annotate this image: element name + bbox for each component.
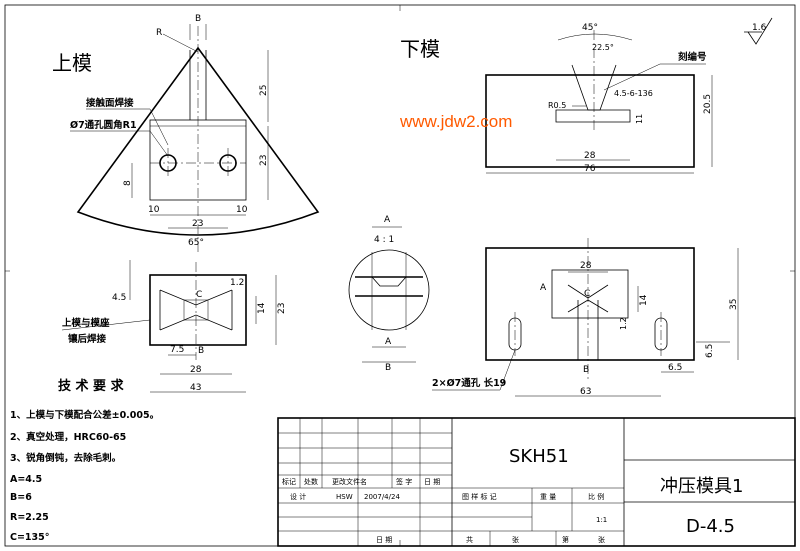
svg-text:更改文件名: 更改文件名	[332, 477, 367, 486]
fan-outline	[76, 46, 320, 236]
lower-die-title: 下模	[400, 37, 440, 61]
svg-text:11: 11	[635, 114, 644, 124]
svg-text:28: 28	[190, 365, 202, 375]
param-b: B=6	[10, 492, 32, 503]
svg-text:63: 63	[580, 387, 591, 397]
tech-req-title: 技 术 要 求	[58, 378, 125, 394]
sheet-border	[4, 4, 796, 547]
svg-text:2007/4/24: 2007/4/24	[364, 493, 400, 501]
svg-text:6.5: 6.5	[705, 344, 715, 358]
svg-text:28: 28	[584, 151, 596, 161]
lower-die-block	[485, 74, 695, 168]
svg-text:设 计: 设 计	[290, 492, 306, 501]
tech-req-item-3: 3、锐角倒钝，去除毛刺。	[10, 452, 121, 464]
roughness-symbol: 1.6	[744, 17, 773, 45]
svg-text:1.2: 1.2	[230, 278, 244, 288]
svg-text:35: 35	[729, 299, 739, 310]
upper-die-view: 上模 B R 25 23 8 10 23 10 65° 接触面焊接 Ø7通孔圆角…	[52, 14, 320, 255]
engrave-number-note: 刻编号	[678, 51, 707, 63]
svg-text:22.5°: 22.5°	[592, 43, 614, 52]
svg-text:43: 43	[190, 383, 201, 393]
insert-weld-note-2: 镶后焊接	[68, 333, 107, 345]
tech-requirements: 技 术 要 求 1、上模与下模配合公差±0.005。 2、真空处理，HRC60-…	[10, 378, 159, 543]
svg-text:C: C	[584, 289, 590, 299]
param-c: C=135°	[10, 532, 50, 543]
svg-text:处数: 处数	[304, 477, 318, 486]
svg-text:C: C	[196, 290, 202, 300]
svg-text:6.5: 6.5	[668, 363, 682, 373]
svg-text:A: A	[384, 215, 391, 225]
lower-die-view: 下模 45° 22.5° R0.5 11 20.5 28 76 刻编号 4.5-…	[400, 23, 713, 174]
svg-text:4.5-6-136: 4.5-6-136	[614, 89, 653, 98]
material-text: SKH51	[509, 446, 569, 467]
svg-text:张: 张	[512, 535, 519, 544]
svg-text:日 期: 日 期	[376, 536, 392, 544]
svg-text:1.6: 1.6	[752, 23, 767, 33]
svg-text:A: A	[385, 337, 392, 347]
svg-text:HSW: HSW	[336, 493, 353, 501]
svg-text:1.2: 1.2	[619, 317, 628, 330]
svg-text:65°: 65°	[188, 238, 204, 248]
svg-text:比 例: 比 例	[588, 492, 604, 501]
svg-text:23: 23	[277, 303, 287, 314]
svg-text:14: 14	[257, 302, 267, 314]
tech-req-item-1: 1、上模与下模配合公差±0.005。	[10, 409, 159, 421]
tech-req-item-2: 2、真空处理，HRC60-65	[10, 431, 126, 443]
svg-text:B: B	[583, 365, 589, 375]
svg-text:10: 10	[236, 205, 248, 215]
part-name-text: 冲压模具1	[660, 476, 743, 497]
hole-callout: 2×Ø7通孔 长19	[432, 377, 506, 389]
svg-text:张: 张	[598, 535, 605, 544]
svg-text:R: R	[156, 28, 162, 38]
svg-text:10: 10	[148, 205, 160, 215]
svg-text:R0.5: R0.5	[548, 101, 566, 110]
svg-text:重 量: 重 量	[540, 493, 556, 501]
border-ticks	[5, 5, 795, 546]
title-block: SKH51 冲压模具1 D-4.5 1:1 标记 处数 更改文件名 签 字 日 …	[277, 417, 796, 547]
lower-front-view: 28 A C 14 1.2 35 B 6.5 6.5 63 2×Ø7通孔 长19	[432, 238, 739, 397]
svg-text:标记: 标记	[282, 477, 296, 486]
detail-circle	[348, 249, 430, 331]
svg-text:图 样 标 记: 图 样 标 记	[462, 492, 497, 501]
section-detail-view: A 4 : 1 A B	[348, 215, 430, 373]
weld-note: 接触面焊接	[86, 97, 134, 109]
svg-text:B: B	[385, 363, 391, 373]
svg-text:45°: 45°	[582, 23, 598, 33]
upper-front-view: 4.5 1.2 C 14 23 7.5 B 28 43 上模与模座 镶后焊接	[61, 260, 287, 393]
svg-text:A: A	[540, 283, 547, 293]
upper-die-title: 上模	[52, 51, 92, 75]
svg-text:B: B	[198, 346, 204, 356]
svg-text:7.5: 7.5	[170, 345, 184, 355]
svg-text:20.5: 20.5	[703, 94, 713, 114]
svg-text:8: 8	[123, 180, 133, 186]
svg-text:23: 23	[259, 155, 269, 166]
upper-front-block	[149, 274, 247, 346]
drawing-number-text: D-4.5	[686, 516, 735, 537]
svg-text:4.5: 4.5	[112, 293, 126, 303]
svg-text:28: 28	[580, 261, 592, 271]
svg-text:25: 25	[259, 85, 269, 96]
svg-text:签 字: 签 字	[396, 477, 412, 486]
hole-note: Ø7通孔圆角R1	[70, 119, 137, 131]
param-r: R=2.25	[10, 512, 49, 523]
svg-text:日 期: 日 期	[424, 478, 440, 486]
scale-text: 1:1	[596, 516, 607, 524]
lower-front-block	[485, 247, 695, 361]
svg-text:B: B	[195, 14, 201, 24]
svg-text:第: 第	[562, 535, 569, 544]
watermark: www.jdw2.com	[399, 112, 512, 131]
svg-text:4 : 1: 4 : 1	[374, 235, 394, 245]
param-a: A=4.5	[10, 474, 42, 485]
svg-text:23: 23	[192, 219, 203, 229]
svg-text:14: 14	[639, 294, 649, 306]
svg-text:76: 76	[584, 164, 596, 174]
svg-text:共: 共	[466, 535, 473, 544]
